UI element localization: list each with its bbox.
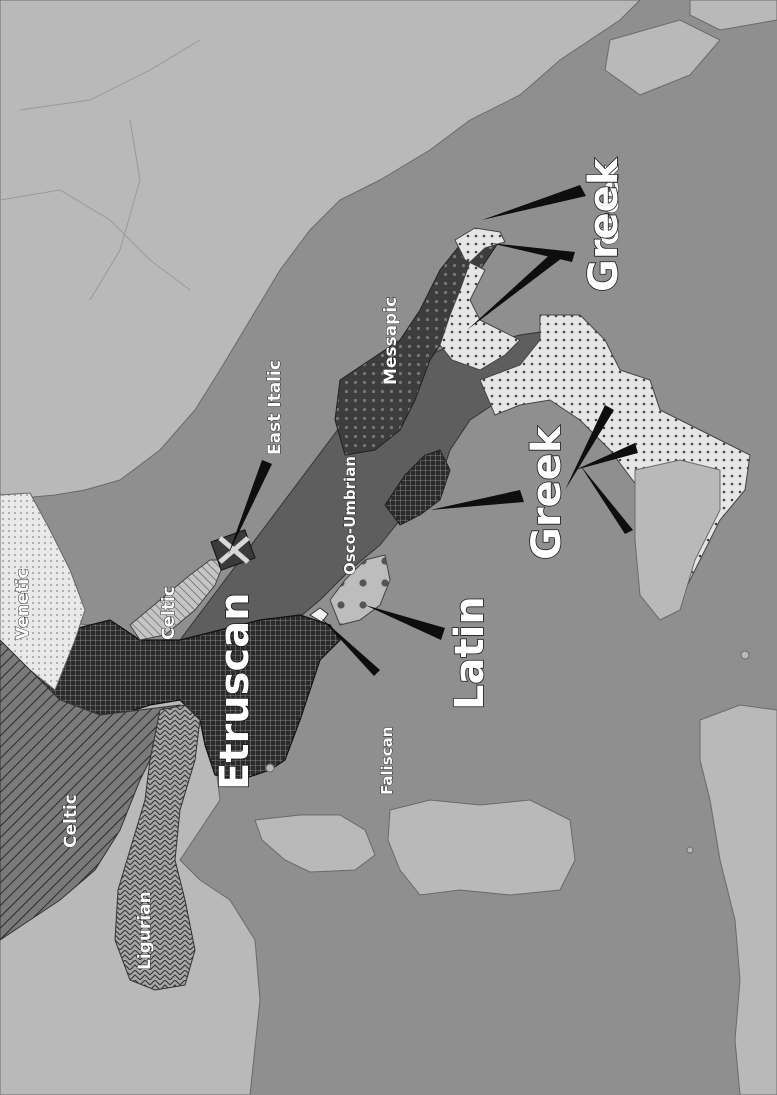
island-sardinia bbox=[387, 799, 576, 896]
pointer-greek-1a bbox=[482, 185, 586, 220]
islet-3 bbox=[265, 763, 275, 773]
region-celtic-upper bbox=[129, 559, 226, 641]
label-etruscan: Etruscan bbox=[212, 592, 258, 790]
pointer-faliscan bbox=[320, 617, 380, 676]
border-2 bbox=[0, 189, 191, 291]
region-greek-heel bbox=[439, 227, 521, 371]
land-bottom-right bbox=[699, 704, 777, 1095]
pointer-greek-3a bbox=[565, 405, 614, 490]
balkan-land bbox=[0, 0, 641, 501]
region-east-italic bbox=[210, 529, 256, 571]
label-osco-umbrian: Osco-Umbrian bbox=[341, 456, 359, 575]
island-right bbox=[604, 19, 721, 96]
label-greek-2: Greek bbox=[581, 157, 627, 292]
label-greek-3: Greek bbox=[524, 425, 570, 560]
label-celtic-1: Celtic bbox=[159, 586, 179, 640]
pointer-greek-3b bbox=[575, 443, 638, 470]
region-ligurian bbox=[114, 704, 201, 991]
pointer-east-italic bbox=[228, 460, 272, 555]
region-faliscan bbox=[309, 607, 329, 623]
border-3 bbox=[89, 119, 141, 301]
islet-2 bbox=[686, 846, 694, 854]
label-faliscan: Faliscan bbox=[378, 727, 396, 795]
pointer-latin bbox=[365, 605, 445, 640]
islet-1 bbox=[740, 650, 750, 660]
label-messapic: Messapic bbox=[381, 297, 401, 385]
region-oscan-grid bbox=[384, 449, 451, 526]
region-latin bbox=[329, 554, 391, 626]
sicily-land bbox=[634, 459, 721, 621]
pointer-greek-3d bbox=[430, 490, 524, 510]
border-1 bbox=[19, 39, 201, 111]
pointer-greek-2b bbox=[467, 250, 562, 330]
region-etruscan bbox=[34, 614, 341, 781]
pointer-greek-3c bbox=[580, 465, 633, 534]
label-ligurian: Ligurian bbox=[135, 891, 155, 970]
label-east-italic: East Italic bbox=[265, 360, 285, 455]
label-venetic: Venetic bbox=[13, 569, 33, 640]
island-corsica bbox=[254, 814, 376, 873]
label-celtic-2: Celtic bbox=[61, 794, 81, 848]
label-latin: Latin bbox=[447, 596, 493, 710]
label-greek-1: Greek bbox=[596, 164, 624, 245]
island-top-right bbox=[689, 0, 777, 31]
